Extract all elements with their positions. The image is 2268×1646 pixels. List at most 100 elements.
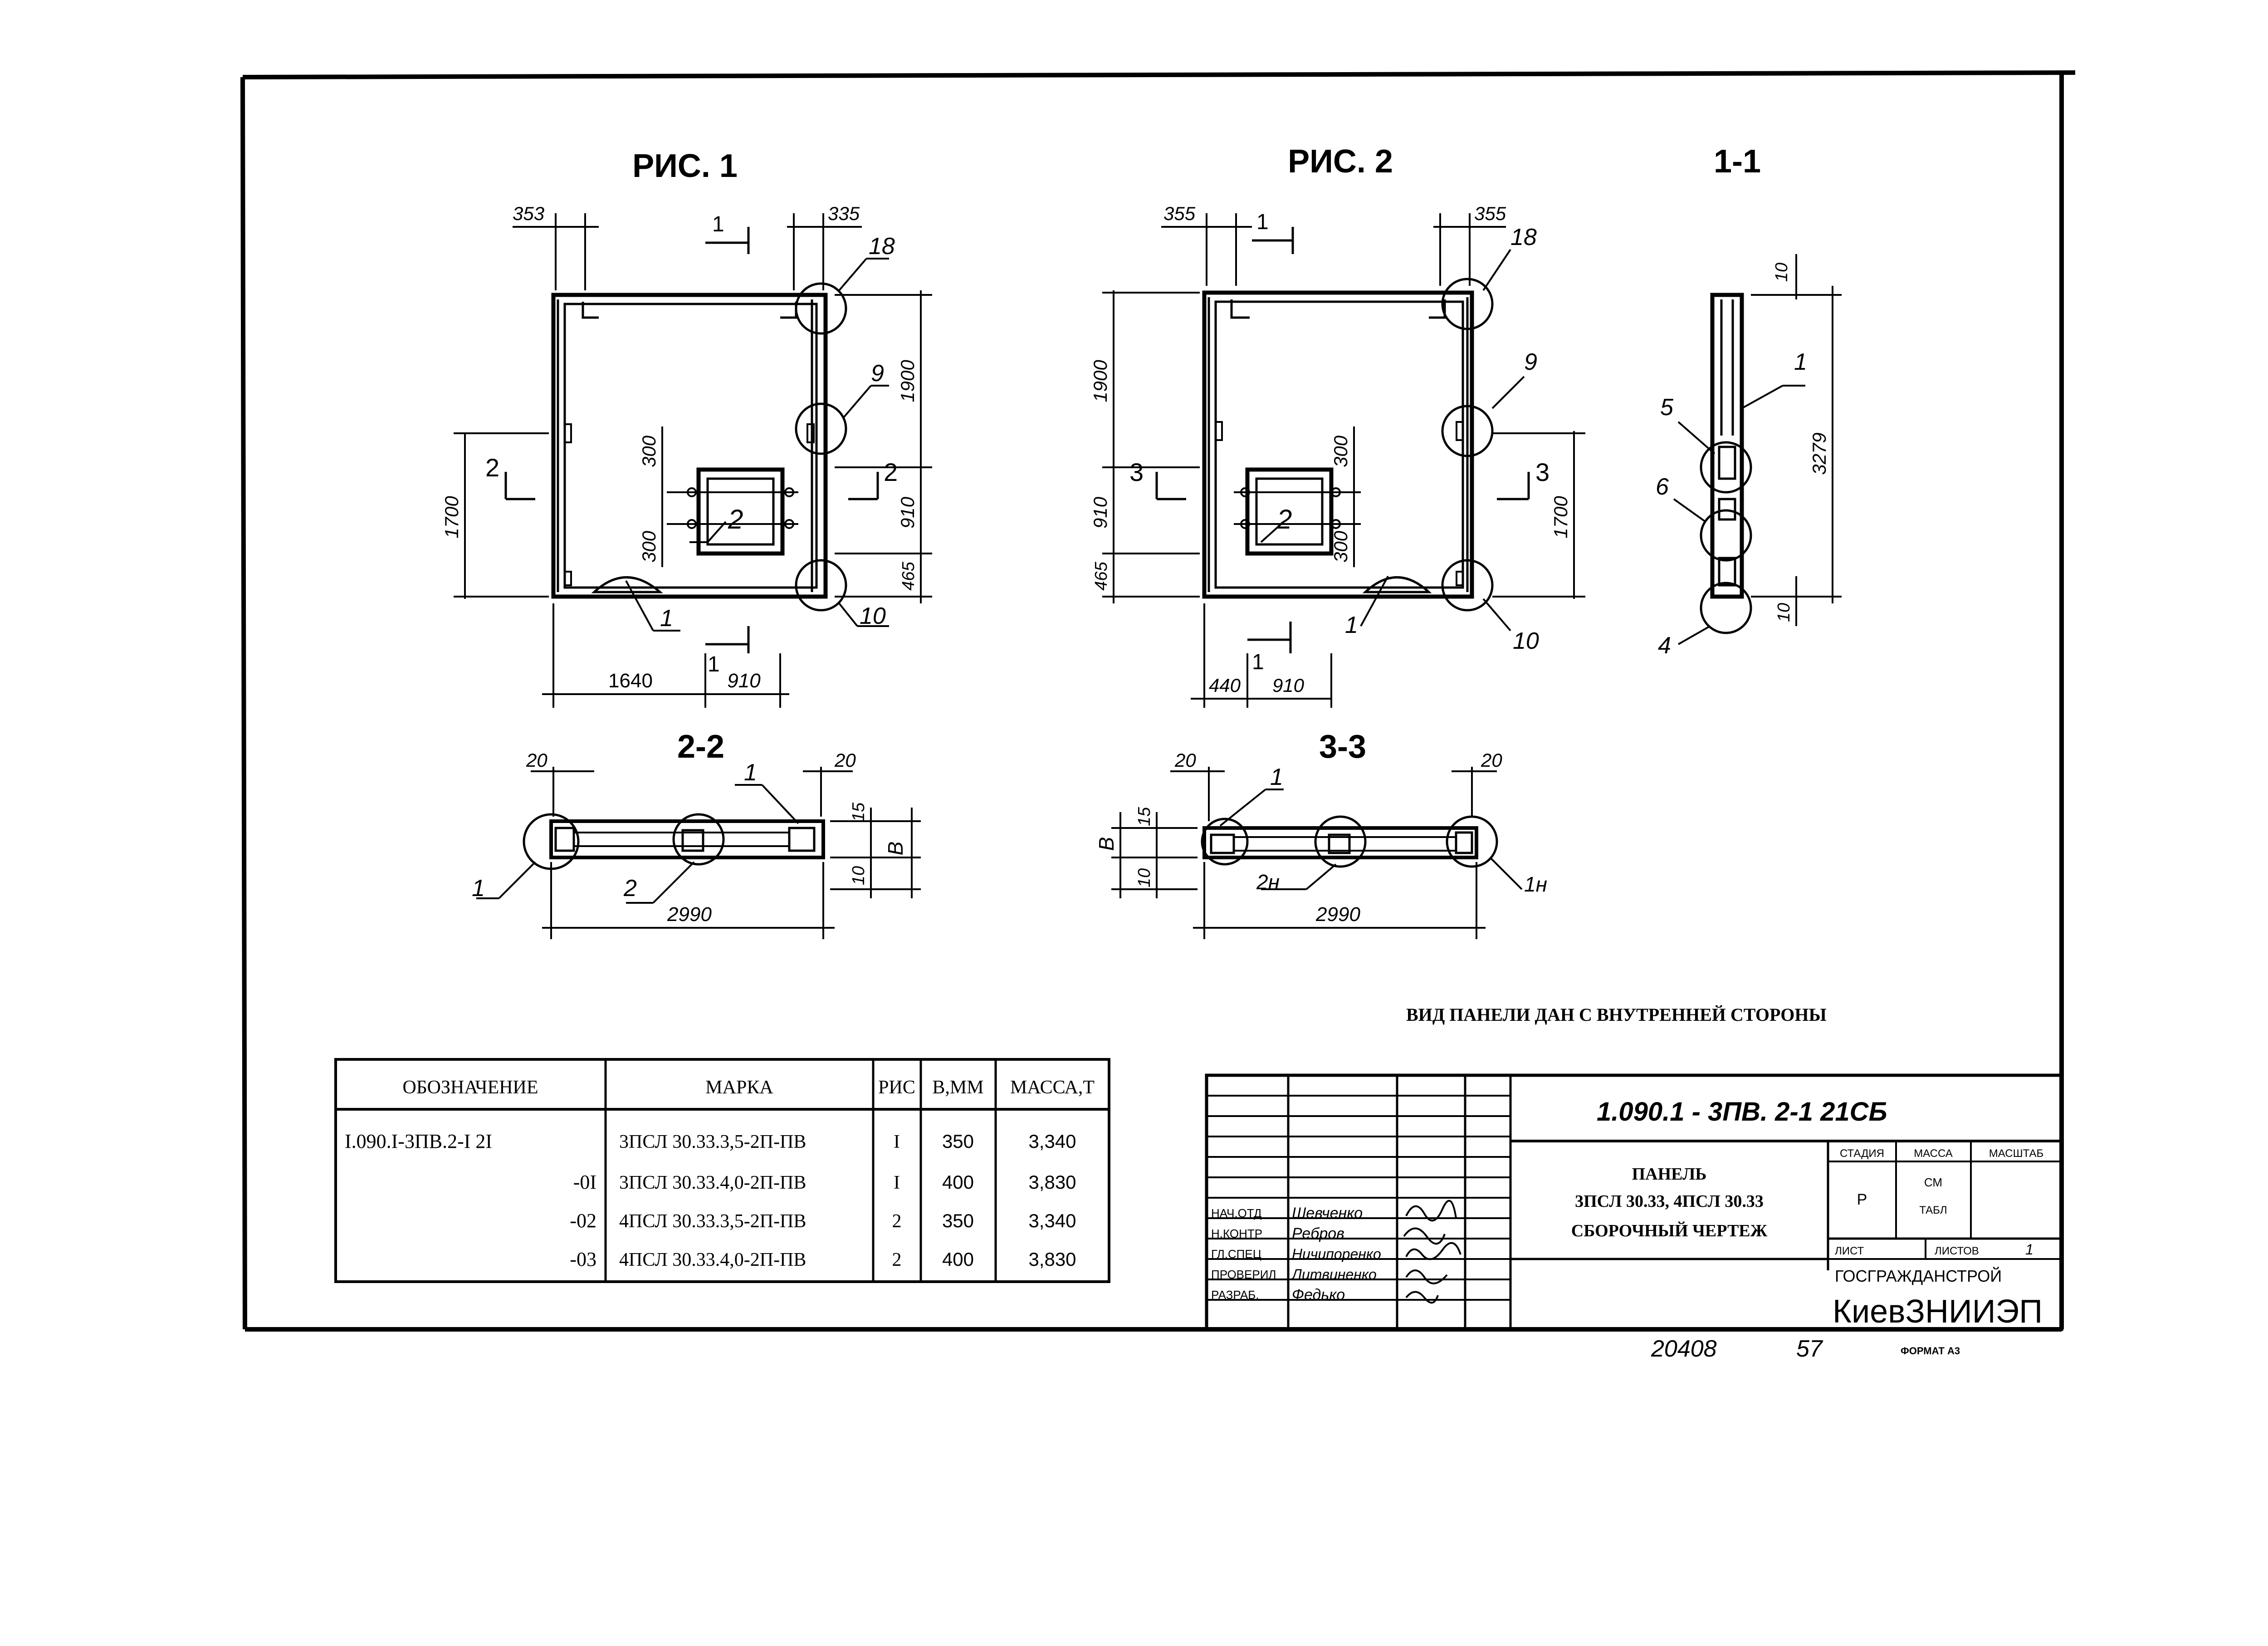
fig2-dim-bottom-right: 910 [1272,675,1305,696]
stage-value: Р [1857,1191,1867,1208]
sec22-dim-length: 2990 [667,903,712,926]
sec33-title: 3-3 [1319,729,1366,765]
handwritten-signatures [1403,1200,1461,1304]
fig1-dim-left: 1700 [441,496,462,539]
fig1-callout-2: 2 [728,504,743,534]
sig-role-3: ГЛ.СПЕЦ [1211,1247,1261,1261]
sec22-dim-right: 20 [834,750,856,771]
section-1-1: 1-1 10 3279 10 1 5 6 4 [1656,143,1842,659]
org-top: ГОСГРАЖДАНСТРОЙ [1835,1266,2002,1285]
view-note: ВИД ПАНЕЛИ ДАН С ВНУТРЕННЕЙ СТОРОНЫ [1406,1004,1827,1025]
spec-row-3-fig: 2 [892,1211,902,1232]
figure-1: РИС. 1 18 [441,148,932,708]
fig2-section-bottom: 1 [1252,650,1264,674]
org-main: КиевЗНИИЭП [1833,1293,2043,1330]
fig1-section-right: 2 [884,458,898,486]
sheets-label: ЛИСТОВ [1935,1245,1979,1257]
sig-name-3: Ничипоренко [1292,1246,1381,1262]
spec-row-1-designation: I.090.I-3ПВ.2-I 2I [345,1130,492,1152]
sec33-dim-15: 15 [1135,807,1154,826]
fig2-section-top: 1 [1256,210,1269,234]
name-line-3: СБОРОЧНЫЙ ЧЕРТЕЖ [1571,1221,1768,1240]
fig2-dim-opening-bottom: 300 [1330,530,1351,563]
sec11-callout-6: 6 [1656,474,1669,500]
col-stage: СТАДИЯ [1840,1147,1884,1160]
sec33-dim-length: 2990 [1315,903,1360,926]
sig-name-1: Шевченко [1292,1205,1363,1222]
sec33-dim-left: 20 [1174,750,1196,771]
sec22-callout-1b: 1 [744,759,757,786]
fig1-dim-top-left: 353 [513,203,544,224]
sec22-dim-B: В [884,842,907,856]
fig2-dim-top-left: 355 [1163,203,1196,224]
fig1-callout-18: 18 [869,233,895,260]
section-2-2: 2-2 20 20 15 В 10 2990 1 2 1 [472,729,921,939]
spec-header-mark: МАРКА [705,1077,773,1098]
sec22-callout-1a: 1 [472,875,485,901]
fig1-section-top: 1 [712,212,724,236]
fig2-title: РИС. 2 [1288,143,1393,180]
mass-value-2: ТАБЛ [1919,1204,1947,1216]
fig2-callout-9: 9 [1524,349,1537,375]
fig1-dim-opening-bottom: 300 [638,530,660,563]
fig1-dim-bottom-right: 910 [727,670,761,692]
spec-row-1-mass: 3,340 [1028,1131,1076,1152]
spec-header-b: В,ММ [932,1077,983,1098]
title-block: НАЧ.ОТД Шевченко Н.КОНТР Ребров ГЛ.СПЕЦ … [1205,1073,2063,1331]
spec-table: ОБОЗНАЧЕНИЕ МАРКА РИС В,ММ МАССА,Т I.090… [334,1058,1110,1283]
sec22-dim-10: 10 [849,866,868,885]
spec-row-2-fig: I [894,1172,900,1193]
footer-format: ФОРМАТ А3 [1901,1345,1960,1357]
sec11-callout-4: 4 [1658,632,1671,659]
spec-row-4-fig: 2 [892,1249,902,1270]
fig1-dim-bottom-left: 1640 [608,670,653,692]
fig2-dim-left-bottom: 465 [1092,561,1111,590]
fig1-dim-opening-top: 300 [638,435,660,467]
sec22-dim-15: 15 [849,802,868,822]
spec-row-3-b: 350 [942,1210,974,1231]
fig2-section-left: 3 [1129,458,1144,486]
sec33-callout-1: 1 [1270,764,1283,790]
sec22-callout-2: 2 [623,875,637,901]
col-mass: МАССА [1914,1147,1953,1160]
sig-role-1: НАЧ.ОТД [1211,1206,1262,1220]
fig2-section-right: 3 [1535,458,1549,486]
spec-row-2-mark: 3ПСЛ 30.33.4,0-2П-ПВ [619,1172,806,1193]
sec22-title: 2-2 [677,729,724,765]
sec33-callout-1n: 1н [1524,872,1547,896]
sec33-dim-B: В [1095,837,1118,851]
sig-role-4: ПРОВЕРИЛ [1211,1268,1276,1281]
sec33-dim-right: 20 [1481,750,1502,771]
spec-row-4-mass: 3,830 [1028,1249,1076,1270]
spec-header-mass: МАССА,Т [1010,1077,1095,1098]
spec-row-4-designation: -03 [570,1248,596,1270]
sec11-dim-top: 10 [1772,263,1791,282]
sec11-dim-bottom: 10 [1774,603,1794,622]
fig2-dim-right: 1700 [1550,496,1571,539]
fig2-callout-10: 10 [1513,628,1539,654]
fig1-callout-10: 10 [860,603,886,629]
figure-2: РИС. 2 18 9 10 1 2 1 1 [1090,143,1585,708]
spec-row-1-mark: 3ПСЛ 30.33.3,5-2П-ПВ [619,1132,806,1152]
spec-row-1-b: 350 [942,1131,974,1152]
fig1-title: РИС. 1 [632,148,738,184]
sheet-label: ЛИСТ [1835,1245,1864,1257]
fig1-section-left: 2 [485,453,499,482]
name-line-1: ПАНЕЛЬ [1632,1165,1707,1184]
sig-role-5: РАЗРАБ. [1211,1288,1259,1302]
fig2-callout-2: 2 [1276,504,1292,534]
fig2-callout-18: 18 [1510,224,1537,250]
spec-row-2-b: 400 [942,1171,974,1193]
footer-number: 20408 [1651,1336,1717,1362]
fig2-callout-1: 1 [1345,612,1358,638]
fig2-dim-left-mid: 910 [1090,496,1111,529]
col-scale: МАСШТАБ [1989,1147,2043,1160]
mass-value-1: СМ [1924,1176,1942,1189]
spec-row-3-mark: 4ПСЛ 30.33.3,5-2П-ПВ [619,1211,806,1232]
sec33-callout-2n: 2н [1256,870,1280,894]
spec-row-2-mass: 3,830 [1028,1171,1076,1193]
fig2-dim-opening-top: 300 [1330,435,1351,467]
document-code: 1.090.1 - 3ПВ. 2-1 21СБ [1597,1097,1887,1127]
spec-row-2-designation: -0I [573,1171,596,1193]
fig1-callout-1: 1 [660,605,673,632]
